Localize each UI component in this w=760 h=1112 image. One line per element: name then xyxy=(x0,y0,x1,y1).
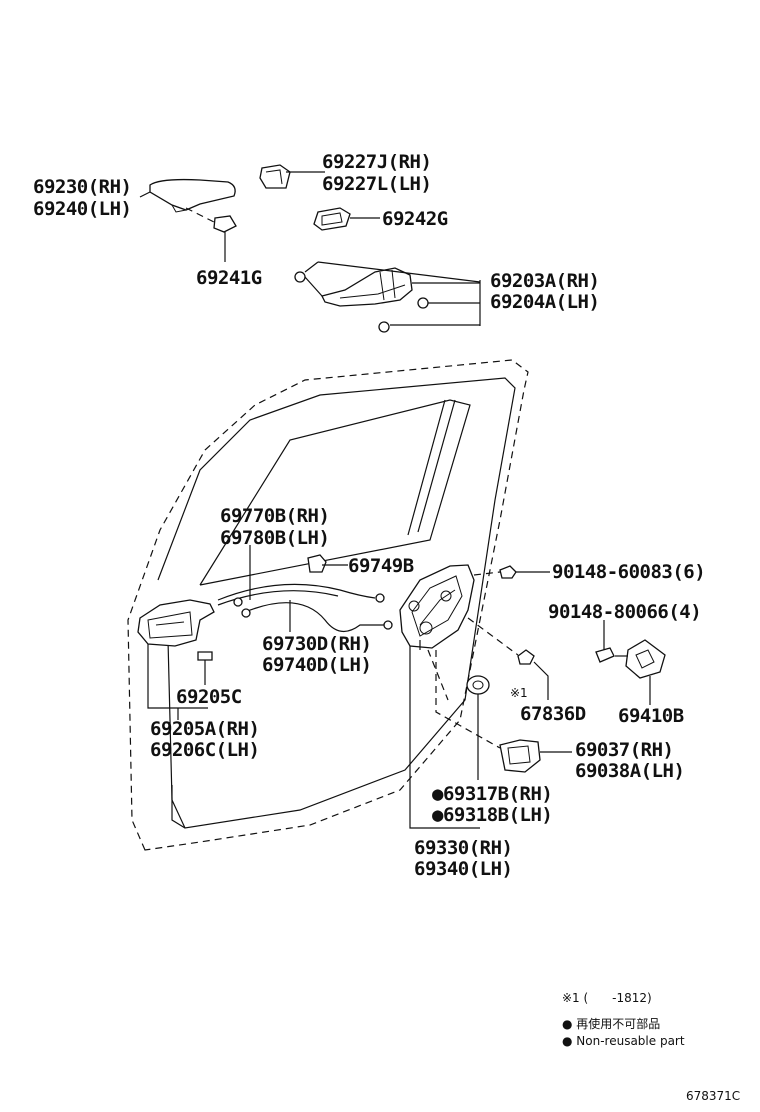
label-69205c: 69205C xyxy=(176,686,242,708)
door-lock-part xyxy=(399,564,480,829)
nut-67836d-part xyxy=(467,617,549,700)
legend-non-reusable-en: ● Non-reusable part xyxy=(562,1034,685,1048)
label-note-mark: ※1 xyxy=(510,686,528,700)
lock-bracket-part xyxy=(435,650,572,773)
cables-part xyxy=(217,545,393,632)
lock-guide-line xyxy=(427,649,449,701)
screw-69205c-part xyxy=(197,651,213,685)
label-69038a: 69038A(LH) xyxy=(575,760,684,782)
outside-handle-part xyxy=(139,178,236,226)
door-outline xyxy=(127,359,529,851)
label-69037: 69037(RH) xyxy=(575,739,673,761)
washer-part xyxy=(466,675,490,780)
label-69227j: 69227J(RH) xyxy=(322,151,431,173)
label-69770b: 69770B(RH) xyxy=(220,505,329,527)
label-69317b: ●69317B(RH) xyxy=(432,783,552,805)
label-69242g: 69242G xyxy=(382,208,448,230)
striker-part xyxy=(615,639,666,705)
label-90148-60083: 90148-60083(6) xyxy=(552,561,705,583)
handle-seal-part xyxy=(313,207,380,231)
legend: ※1 ( -1812) ● 再使用不可部品 ● Non-reusable par… xyxy=(562,991,685,1048)
label-69206c: 69206C(LH) xyxy=(150,739,259,761)
legend-range-note: ※1 ( -1812) xyxy=(562,991,652,1005)
label-69330: 69330(RH) xyxy=(414,837,512,859)
label-69203a: 69203A(RH) xyxy=(490,270,599,292)
bolt-90148-60083-part xyxy=(473,565,550,579)
label-69740d: 69740D(LH) xyxy=(262,654,371,676)
bolt-90148-80066-part xyxy=(595,620,615,663)
label-69410b: 69410B xyxy=(618,705,684,727)
inside-handle-part xyxy=(137,599,215,720)
diagram-id: 678371C xyxy=(686,1089,740,1103)
label-69227l: 69227L(LH) xyxy=(322,173,431,195)
legend-non-reusable-jp: ● 再使用不可部品 xyxy=(562,1016,660,1031)
label-69240: 69240(LH) xyxy=(33,198,131,220)
label-69730d: 69730D(RH) xyxy=(262,633,371,655)
label-69205a: 69205A(RH) xyxy=(150,718,259,740)
label-69318b: ●69318B(LH) xyxy=(432,804,552,826)
label-69749b: 69749B xyxy=(348,555,414,577)
cable-clip-part xyxy=(307,554,348,573)
label-69340: 69340(LH) xyxy=(414,858,512,880)
handle-cap-part xyxy=(259,164,325,189)
part-labels: 69230(RH) 69240(LH) 69227J(RH) 69227L(LH… xyxy=(33,151,706,880)
label-69241g: 69241G xyxy=(196,267,262,289)
label-67836d: 67836D xyxy=(520,703,586,725)
handle-pad-part xyxy=(213,215,237,262)
label-69230: 69230(RH) xyxy=(33,176,131,198)
label-69780b: 69780B(LH) xyxy=(220,527,329,549)
label-90148-80066: 90148-80066(4) xyxy=(548,601,701,623)
label-69204a: 69204A(LH) xyxy=(490,291,599,313)
handle-frame-part xyxy=(294,261,481,333)
